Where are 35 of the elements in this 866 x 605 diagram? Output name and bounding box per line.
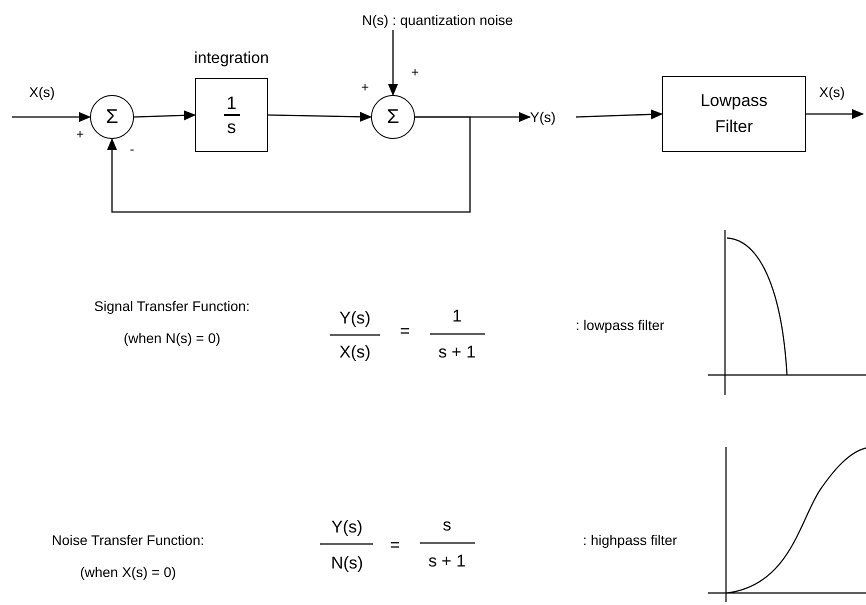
condition-label: (when N(s) = 0)	[124, 331, 220, 345]
denominator: s + 1	[428, 552, 466, 570]
function-label: Noise Transfer Function:	[52, 533, 204, 547]
condition-label: (when X(s) = 0)	[80, 565, 176, 579]
numerator: 1	[226, 92, 236, 114]
sign-label: -	[130, 142, 134, 156]
denominator: s + 1	[438, 344, 476, 360]
edge-label: X(s)	[819, 85, 845, 99]
filter-type-label: : highpass filter	[582, 533, 678, 547]
arrow	[388, 30, 398, 96]
function-label: Signal Transfer Function:	[94, 299, 250, 313]
noise-input-label: N(s) : quantization noise	[362, 10, 602, 30]
edge-label: X(s)	[29, 85, 55, 99]
arrow	[134, 110, 196, 120]
filter-type-label: : lowpass filter	[576, 318, 664, 332]
numerator: Y(s)	[339, 310, 371, 326]
sign-label: +	[361, 80, 369, 94]
output-signal-label: Y(s)	[530, 107, 576, 127]
filter-block: Lowpass Filter	[662, 76, 806, 152]
numerator: s	[442, 516, 452, 534]
arrow	[107, 116, 471, 213]
arrow	[576, 109, 663, 120]
sign-label: +	[76, 128, 84, 140]
numerator: Y(s)	[331, 518, 363, 536]
denominator: N(s)	[330, 554, 364, 572]
arrow	[806, 109, 864, 119]
numerator: 1	[452, 308, 462, 324]
arrow	[268, 112, 372, 122]
sign-label: +	[411, 66, 419, 78]
block-heading: integration	[194, 49, 269, 69]
arrow	[12, 112, 91, 122]
equals-sign: =	[390, 536, 400, 554]
equals-sign: =	[400, 322, 410, 340]
denominator: s	[227, 116, 236, 138]
denominator: X(s)	[339, 344, 371, 360]
